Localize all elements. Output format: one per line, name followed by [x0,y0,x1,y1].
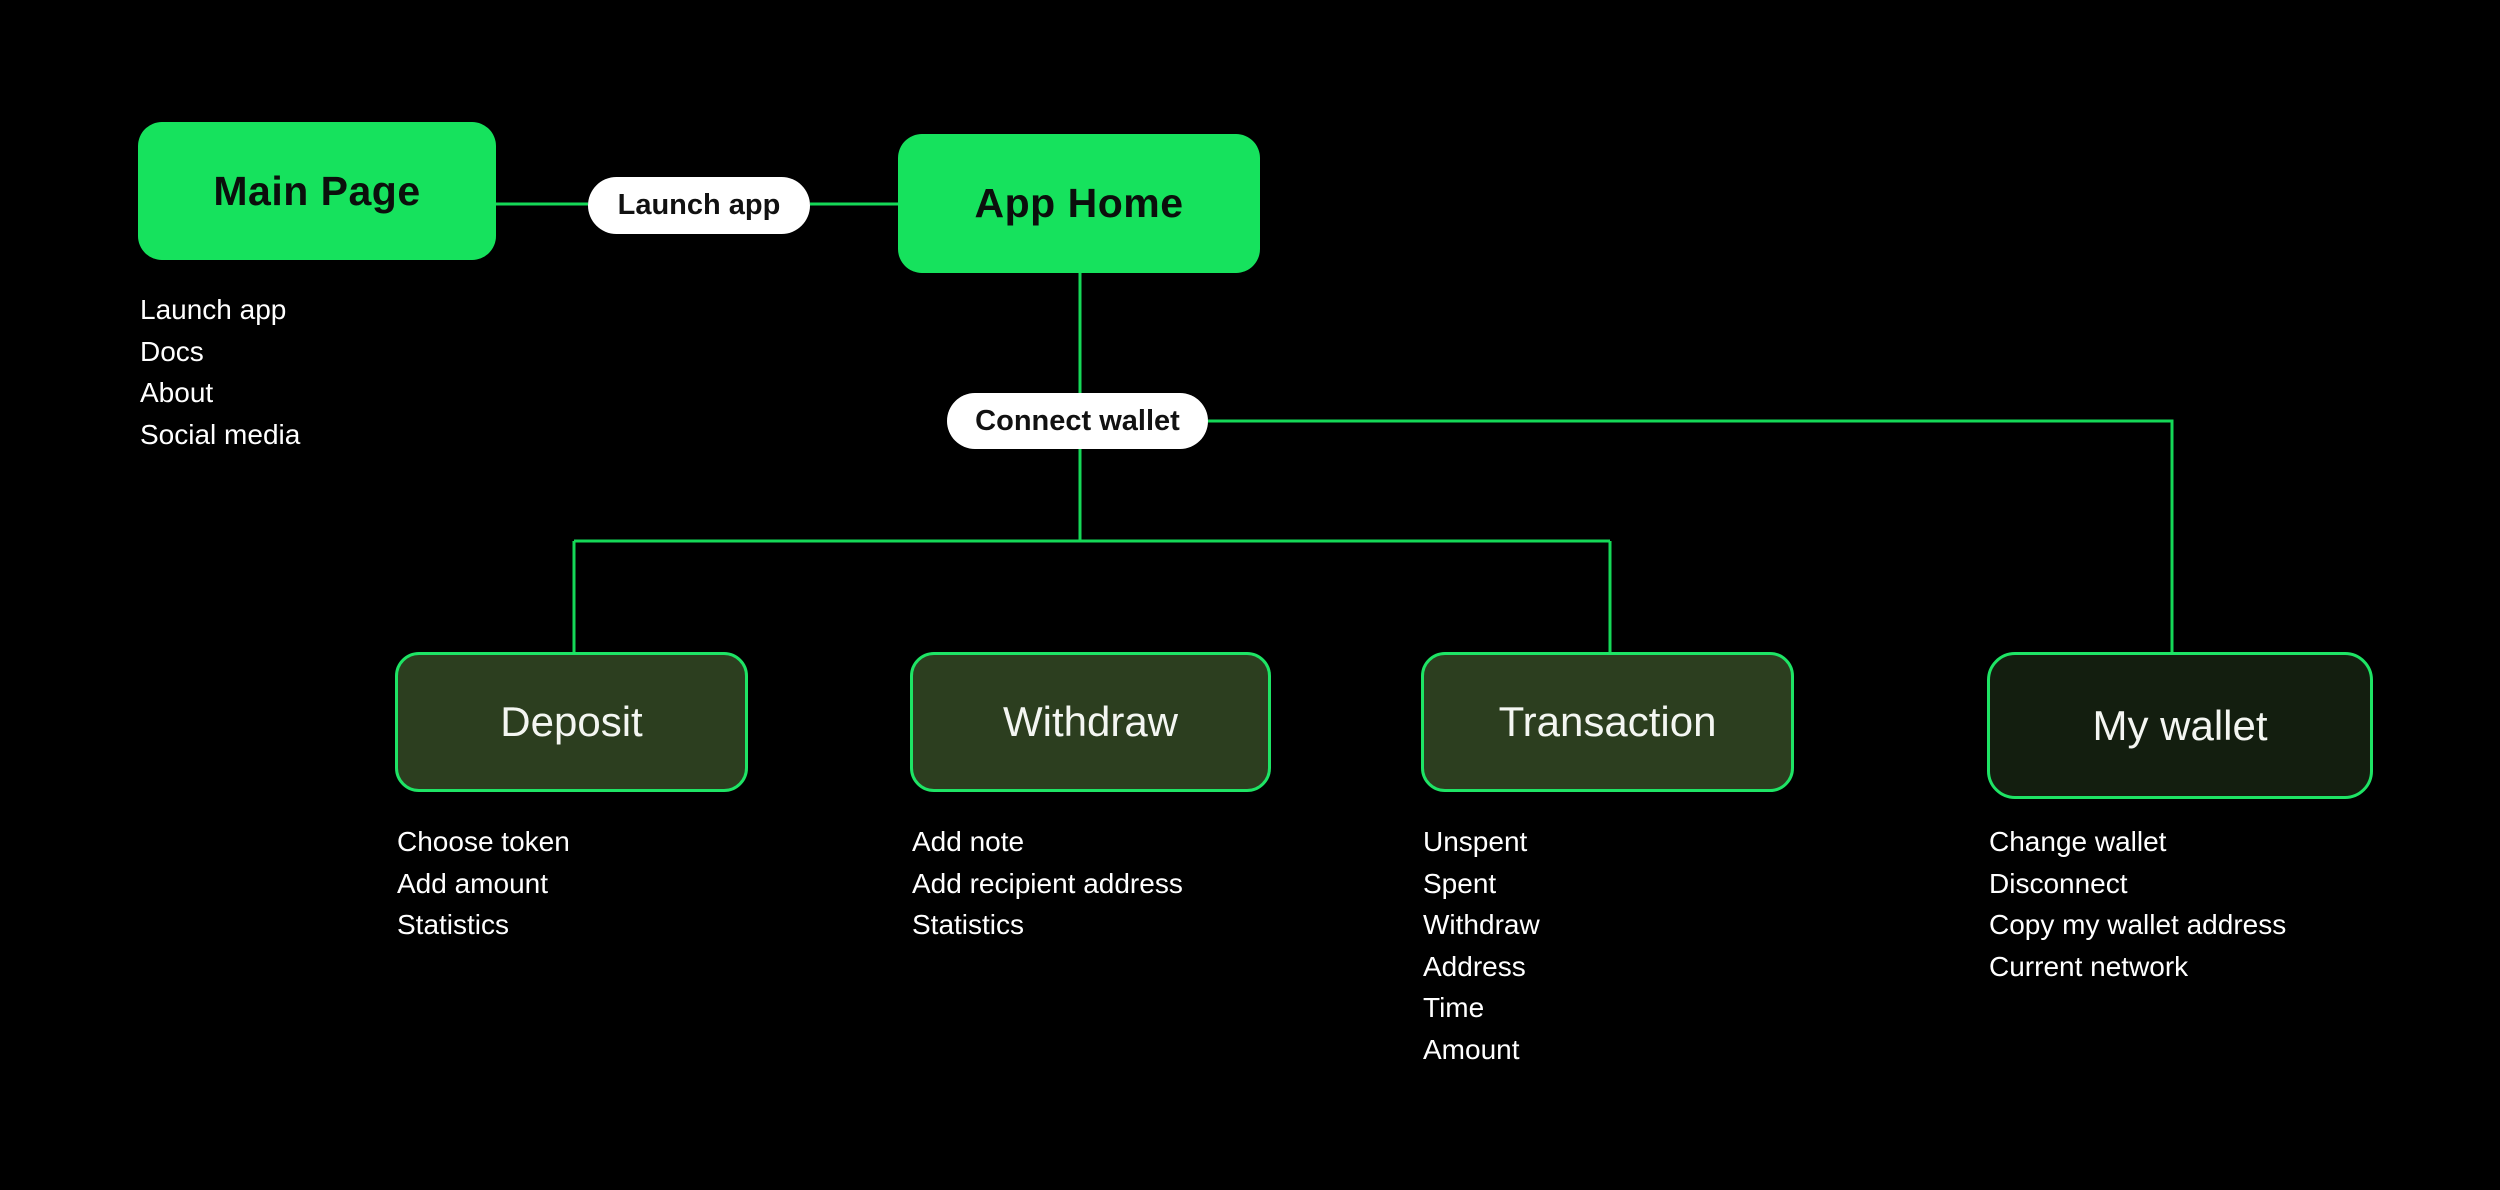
list-item: Change wallet [1989,826,2167,857]
node-withdraw-title: Withdraw [1002,698,1179,745]
edge-label-connect-wallet-text: Connect wallet [975,404,1180,437]
list-item: Unspent [1423,826,1528,857]
edge-label-launch-app: Launch app [588,177,810,234]
list-item: Withdraw [1423,909,1540,940]
list-item: Add recipient address [912,867,1183,899]
list-item: Time [1423,992,1485,1023]
list-item: Disconnect [1989,867,2128,899]
list-item: Docs [140,335,204,367]
list-item: Statistics [397,909,510,940]
list-item: Address [1423,950,1526,982]
list-item: About [140,377,214,408]
edge-label-connect-wallet: Connect wallet [947,393,1208,449]
list-item: Spent [1423,867,1497,899]
node-my-wallet: My wallet [1987,652,2373,799]
list-item: Current network [1989,950,2189,982]
list-item: Statistics [912,909,1025,940]
node-main-page-title: Main Page [213,167,421,214]
list-item: Add amount [397,867,548,899]
list-item: Social media [140,418,301,450]
list-item: Choose token [397,826,570,857]
list-item: Add note [912,826,1025,857]
node-deposit: Deposit [395,652,748,792]
edge-label-launch-app-text: Launch app [617,189,781,221]
node-app-home: App Home [898,134,1260,273]
node-withdraw: Withdraw [910,652,1271,792]
list-item: Copy my wallet address [1989,909,2287,940]
connector-connect-pill-to-my-wallet [1208,419,2174,652]
node-transaction-title: Transaction [1498,698,1717,745]
node-my-wallet-title: My wallet [2092,701,2268,749]
list-item: Amount [1423,1033,1520,1065]
list-item: Launch app [140,294,287,325]
node-deposit-title: Deposit [500,698,643,745]
node-main-page: Main Page [138,122,496,260]
node-app-home-title: App Home [974,180,1184,226]
node-transaction: Transaction [1421,652,1794,792]
